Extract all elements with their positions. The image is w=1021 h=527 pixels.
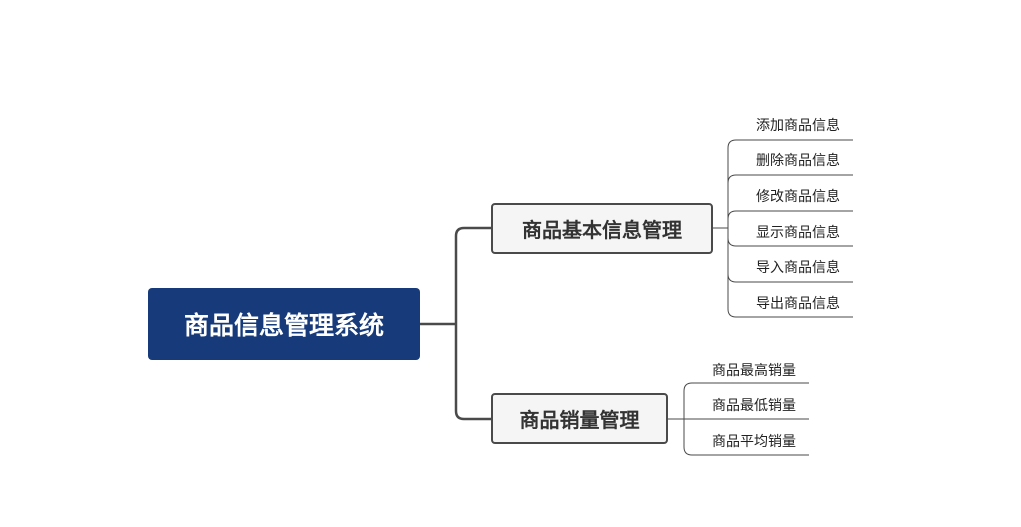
connector-leaf-1-3: [727, 210, 853, 228]
connector-leaf-2-1: [683, 382, 809, 419]
branch-node-sales[interactable]: 商品销量管理: [491, 393, 668, 444]
leaf-max-sales[interactable]: 商品最高销量: [712, 363, 796, 379]
leaf-avg-sales[interactable]: 商品平均销量: [712, 434, 796, 450]
root-node[interactable]: 商品信息管理系统: [148, 288, 420, 360]
leaf-delete-product-info[interactable]: 删除商品信息: [756, 153, 840, 169]
leaf-min-sales[interactable]: 商品最低销量: [712, 398, 796, 414]
leaf-edit-product-info[interactable]: 修改商品信息: [756, 189, 840, 205]
connector-leaf-1-6: [727, 228, 853, 318]
leaf-add-product-info[interactable]: 添加商品信息: [756, 118, 840, 134]
connector-leaf-1-1: [727, 139, 853, 228]
leaf-show-product-info[interactable]: 显示商品信息: [756, 225, 840, 241]
connector-leaf-2-3: [683, 419, 809, 456]
connector-root-branch-2: [454, 324, 491, 421]
connector-leaf-1-2: [727, 174, 853, 228]
leaf-import-product-info[interactable]: 导入商品信息: [756, 260, 840, 276]
connector-root-branch-1: [454, 226, 491, 324]
branch-node-basic-info[interactable]: 商品基本信息管理: [491, 203, 713, 254]
leaf-export-product-info[interactable]: 导出商品信息: [756, 296, 840, 312]
